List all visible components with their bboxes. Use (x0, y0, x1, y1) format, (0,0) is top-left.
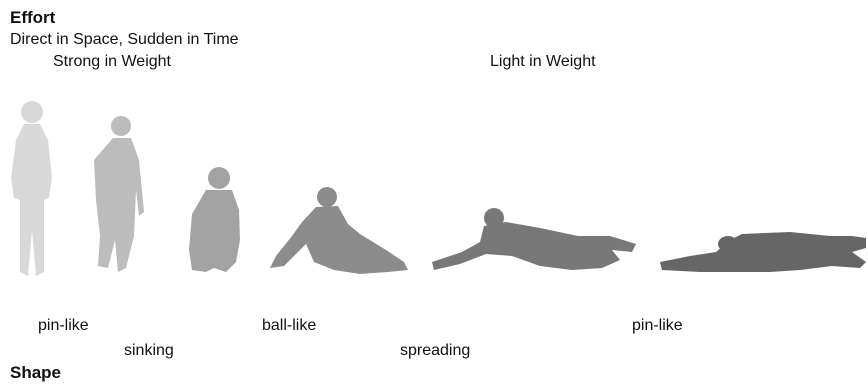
lying-spread-figure (432, 208, 636, 270)
walking-figure (94, 116, 144, 272)
shape-label-pin-like-2: pin-like (632, 318, 683, 334)
shape-heading: Shape (10, 364, 61, 381)
reclining-figure (270, 187, 408, 274)
shape-label-ball-like: ball-like (262, 318, 316, 334)
shape-label-pin-like-1: pin-like (38, 318, 89, 334)
crouching-figure (189, 167, 240, 272)
standing-figure (11, 101, 52, 276)
shape-label-spreading: spreading (400, 343, 470, 359)
lying-flat-figure (660, 232, 866, 272)
shape-label-sinking: sinking (124, 343, 174, 359)
